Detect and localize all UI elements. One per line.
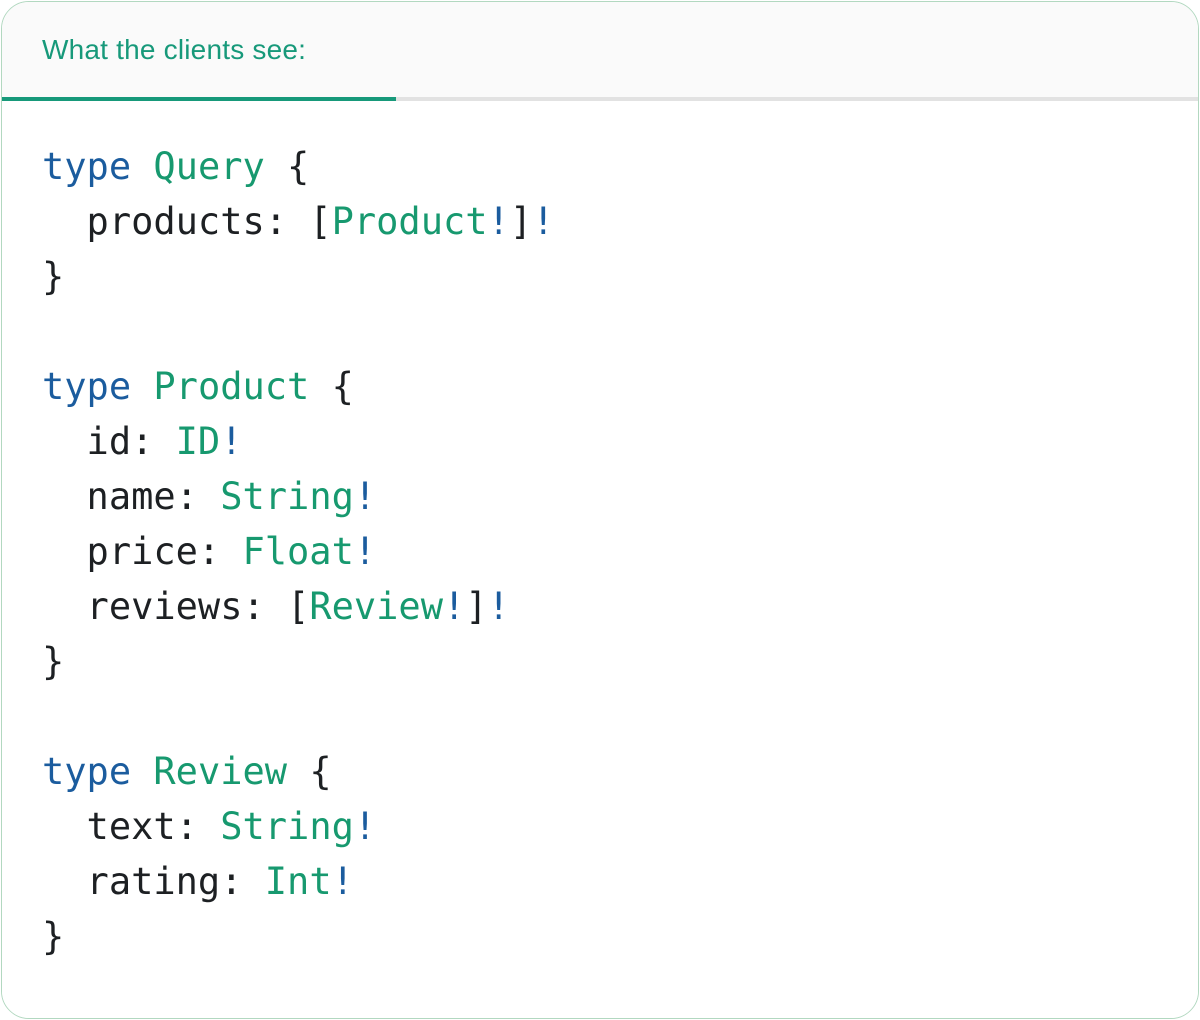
code-token-plain: rating: xyxy=(42,860,265,903)
code-token-typename: String xyxy=(220,805,354,848)
code-token-typename: ID xyxy=(175,420,221,463)
code-token-keyword: type xyxy=(42,145,132,188)
code-line: } xyxy=(42,249,1198,304)
code-token-plain: text: xyxy=(42,805,221,848)
code-block: type Query { products: [Product!]!}type … xyxy=(42,139,1198,964)
code-token-typename: Query xyxy=(153,145,265,188)
code-token-operator: ! xyxy=(353,475,377,518)
code-line: } xyxy=(42,909,1198,964)
code-token-plain: } xyxy=(42,255,65,298)
code-token-keyword: type xyxy=(42,365,132,408)
code-token-plain xyxy=(131,145,153,188)
code-line: type Review { xyxy=(42,744,1198,799)
code-token-plain xyxy=(131,750,153,793)
code-token-plain: { xyxy=(309,365,354,408)
code-token-operator: ! xyxy=(442,585,466,628)
code-token-typename: String xyxy=(220,475,354,518)
code-token-plain: { xyxy=(264,145,310,188)
code-token-plain: reviews: [ xyxy=(42,585,310,628)
code-token-plain: } xyxy=(42,640,65,683)
code-token-plain xyxy=(131,365,153,408)
code-token-plain: id: xyxy=(42,420,176,463)
code-line: text: String! xyxy=(42,799,1198,854)
tab-what-clients-see[interactable]: What the clients see: xyxy=(2,2,396,101)
tab-label: What the clients see: xyxy=(42,33,307,65)
code-line: products: [Product!]! xyxy=(42,194,1198,249)
code-token-typename: Float xyxy=(242,530,354,573)
code-token-plain: ] xyxy=(509,200,533,243)
code-token-operator: ! xyxy=(532,200,555,243)
code-token-plain: products: [ xyxy=(42,200,332,243)
code-token-operator: ! xyxy=(353,530,377,573)
code-token-operator: ! xyxy=(220,420,243,463)
code-line: id: ID! xyxy=(42,414,1198,469)
code-token-operator: ! xyxy=(487,585,510,628)
code-token-typename: Product xyxy=(331,200,488,243)
code-line xyxy=(42,304,1198,359)
code-token-typename: Review xyxy=(309,585,443,628)
code-token-typename: Product xyxy=(153,365,310,408)
code-token-operator: ! xyxy=(487,200,510,243)
code-line xyxy=(42,689,1198,744)
code-panel-body: type Query { products: [Product!]!}type … xyxy=(2,101,1198,1018)
code-token-typename: Review xyxy=(153,750,288,793)
tab-bar: What the clients see: xyxy=(2,2,1198,101)
code-line: reviews: [Review!]! xyxy=(42,579,1198,634)
code-line: price: Float! xyxy=(42,524,1198,579)
code-line: type Product { xyxy=(42,359,1198,414)
tab-bar-spacer xyxy=(396,2,1198,101)
code-token-plain: } xyxy=(42,915,65,958)
code-token-operator: ! xyxy=(331,860,354,903)
code-token-plain: price: xyxy=(42,530,243,573)
code-line: type Query { xyxy=(42,139,1198,194)
code-line: rating: Int! xyxy=(42,854,1198,909)
code-token-plain: { xyxy=(287,750,332,793)
code-line: name: String! xyxy=(42,469,1198,524)
code-line: } xyxy=(42,634,1198,689)
code-token-plain: name: xyxy=(42,475,221,518)
code-token-typename: Int xyxy=(264,860,332,903)
code-token-plain: ] xyxy=(465,585,488,628)
code-token-operator: ! xyxy=(353,805,377,848)
code-token-keyword: type xyxy=(42,750,132,793)
